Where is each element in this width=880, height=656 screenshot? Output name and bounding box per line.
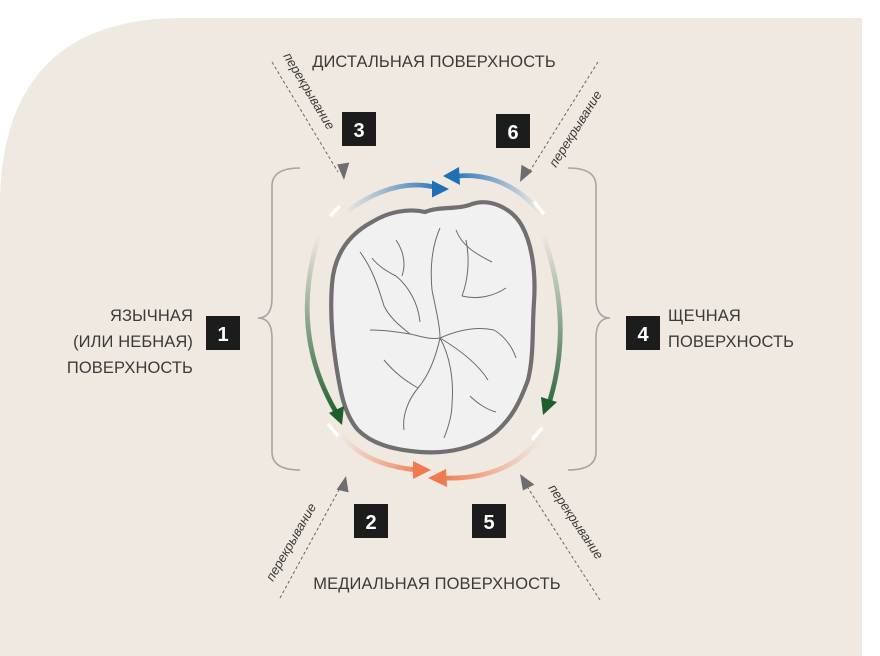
step-number-3: 3 xyxy=(353,120,364,142)
lingual-label-line-3: ПОВЕРХНОСТЬ xyxy=(67,359,193,377)
medial-surface-label: МЕДИАЛЬНАЯ ПОВЕРХНОСТЬ xyxy=(313,575,560,593)
buccal-label-line-1: ЩЕЧНАЯ xyxy=(668,307,741,325)
step-box-3: 3 xyxy=(342,112,376,146)
step-number-6: 6 xyxy=(507,122,518,144)
step-number-4: 4 xyxy=(637,324,649,346)
lingual-label-line-2: (ИЛИ НЕБНАЯ) xyxy=(73,333,193,351)
lingual-label-line-1: ЯЗЫЧНАЯ xyxy=(110,307,193,325)
step-number-2: 2 xyxy=(365,512,376,534)
step-box-6: 6 xyxy=(496,114,530,148)
step-number-1: 1 xyxy=(217,324,228,346)
distal-surface-label: ДИСТАЛЬНАЯ ПОВЕРХНОСТЬ xyxy=(312,53,556,71)
step-number-5: 5 xyxy=(483,512,494,534)
step-box-5: 5 xyxy=(472,504,506,538)
step-box-4: 4 xyxy=(626,316,660,350)
buccal-label-line-2: ПОВЕРХНОСТЬ xyxy=(668,333,794,351)
step-box-2: 2 xyxy=(354,504,388,538)
step-box-1: 1 xyxy=(206,316,240,350)
tooth-crown xyxy=(331,202,534,452)
